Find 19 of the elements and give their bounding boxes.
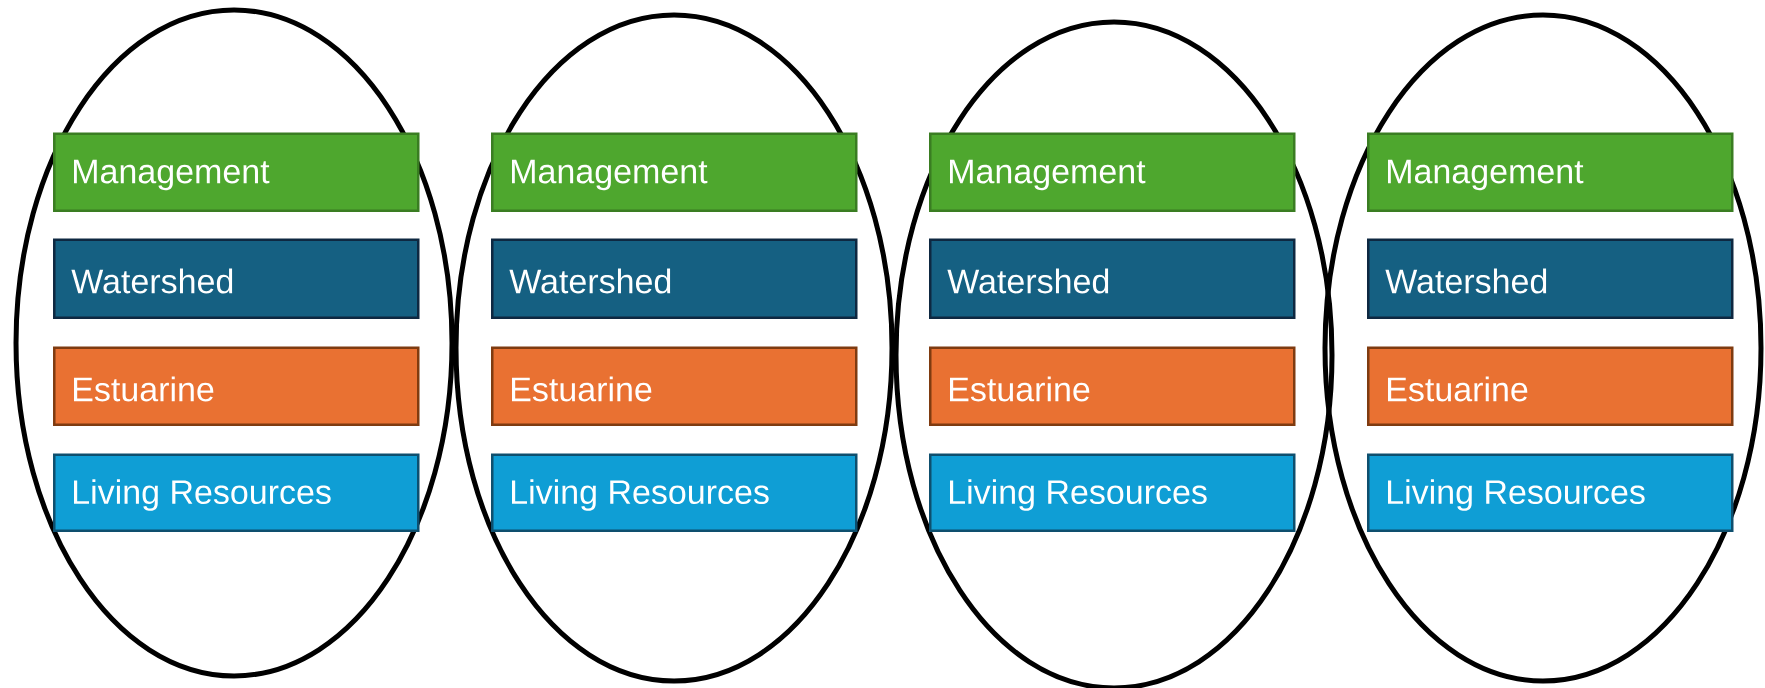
category-box: Watershed — [491, 238, 858, 319]
category-box: Watershed — [929, 238, 1296, 319]
group-ellipse — [13, 7, 455, 679]
category-box: Living Resources — [929, 453, 1296, 532]
category-box: Living Resources — [53, 453, 420, 532]
group-ellipse — [1322, 12, 1764, 684]
category-box: Management — [929, 132, 1296, 212]
category-box: Watershed — [53, 238, 420, 319]
category-box: Management — [1367, 132, 1734, 212]
category-box: Estuarine — [53, 346, 420, 426]
category-box: Estuarine — [929, 346, 1296, 426]
category-box: Estuarine — [491, 346, 858, 426]
group-ellipse — [453, 12, 895, 684]
category-box: Living Resources — [491, 453, 858, 532]
category-box: Watershed — [1367, 238, 1734, 319]
category-box: Management — [491, 132, 858, 212]
category-box: Living Resources — [1367, 453, 1734, 532]
category-box: Estuarine — [1367, 346, 1734, 426]
category-box: Management — [53, 132, 420, 212]
